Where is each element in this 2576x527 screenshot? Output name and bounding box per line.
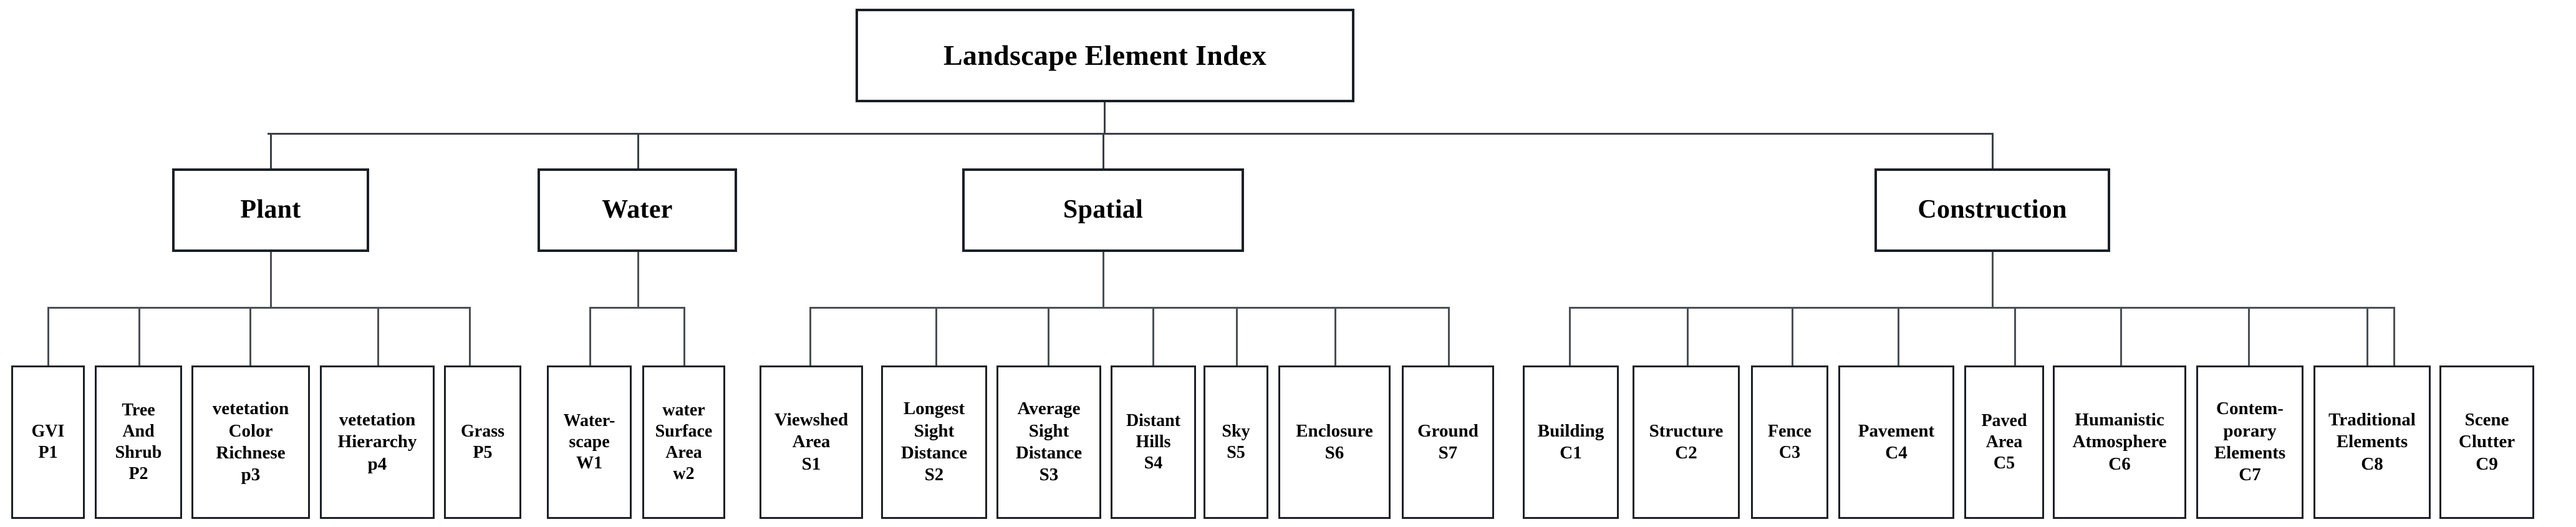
leaf-gvi-p1-label: GVI P1 xyxy=(31,421,65,462)
leaf-viewshed-area-s1-label: Viewshed Area S1 xyxy=(774,409,849,474)
connector-water-drop-1 xyxy=(589,307,591,365)
leaf-waterscape-w1-label: Water- scape W1 xyxy=(563,410,615,473)
leaf-paved-area-c5[interactable]: Paved Area C5 xyxy=(1964,365,2044,519)
leaf-water-surface-area-w2-label: water Surface Area w2 xyxy=(655,400,713,484)
connector-construction-drop-3 xyxy=(1792,307,1793,365)
leaf-scene-clutter-c9-label: Scene Clutter C9 xyxy=(2458,409,2516,474)
connector-construction-drop-4 xyxy=(1898,307,1899,365)
connector-plant-stem xyxy=(270,252,272,308)
connector-drop-plant xyxy=(270,133,272,169)
connector-construction-drop-2 xyxy=(1687,307,1689,365)
connector-construction-bus xyxy=(1569,307,2395,309)
node-root-label: Landscape Element Index xyxy=(943,39,1267,71)
node-category-construction[interactable]: Construction xyxy=(1874,168,2110,252)
connector-plant-drop-3 xyxy=(249,307,251,365)
connector-drop-spatial xyxy=(1102,133,1104,169)
node-category-construction-label: Construction xyxy=(1918,195,2067,225)
node-category-spatial-label: Spatial xyxy=(1063,195,1144,225)
connector-spatial-drop-7 xyxy=(1448,307,1450,365)
connector-spatial-drop-5 xyxy=(1236,307,1238,365)
leaf-vegetation-color-richness-p3[interactable]: vetetation Color Richnese p3 xyxy=(191,365,310,519)
leaf-vegetation-hierarchy-p4[interactable]: vetetation Hierarchy p4 xyxy=(320,365,435,519)
leaf-fence-c3[interactable]: Fence C3 xyxy=(1751,365,1828,519)
node-category-plant-label: Plant xyxy=(240,195,301,225)
connector-level2-bus xyxy=(268,133,1994,135)
connector-construction-stem xyxy=(1992,252,1994,308)
connector-water-stem xyxy=(637,252,639,308)
node-category-water-label: Water xyxy=(602,195,673,225)
leaf-viewshed-area-s1[interactable]: Viewshed Area S1 xyxy=(760,365,863,519)
leaf-structure-c2-label: Structure C2 xyxy=(1649,420,1724,463)
leaf-enclosure-s6-label: Enclosure S6 xyxy=(1296,420,1373,463)
connector-spatial-drop-1 xyxy=(809,307,811,365)
leaf-scene-clutter-c9[interactable]: Scene Clutter C9 xyxy=(2439,365,2534,519)
connector-spatial-stem xyxy=(1102,252,1104,308)
node-category-spatial[interactable]: Spatial xyxy=(962,168,1244,252)
leaf-sky-s5-label: Sky S5 xyxy=(1222,421,1250,462)
connector-spatial-bus xyxy=(809,307,1450,309)
leaf-ground-s7-label: Ground S7 xyxy=(1417,420,1479,463)
node-category-plant[interactable]: Plant xyxy=(172,168,369,252)
leaf-traditional-elements-c8-label: Traditional Elements C8 xyxy=(2328,409,2416,474)
leaf-grass-p5[interactable]: Grass P5 xyxy=(444,365,521,519)
connector-water-drop-2 xyxy=(683,307,685,365)
leaf-ground-s7[interactable]: Ground S7 xyxy=(1402,365,1494,519)
connector-construction-drop-7 xyxy=(2248,307,2250,365)
leaf-traditional-elements-c8[interactable]: Traditional Elements C8 xyxy=(2313,365,2431,519)
connector-spatial-drop-3 xyxy=(1048,307,1049,365)
connector-construction-drop-6 xyxy=(2120,307,2122,365)
leaf-tree-and-shrub-p2[interactable]: Tree And Shrub P2 xyxy=(95,365,182,519)
leaf-contemporary-elements-c7[interactable]: Contem- porary Elements C7 xyxy=(2196,365,2303,519)
leaf-fence-c3-label: Fence C3 xyxy=(1768,421,1811,462)
connector-construction-drop-1 xyxy=(1569,307,1571,365)
leaf-contemporary-elements-c7-label: Contem- porary Elements C7 xyxy=(2214,399,2286,485)
leaf-vegetation-hierarchy-p4-label: vetetation Hierarchy p4 xyxy=(337,409,417,474)
leaf-tree-and-shrub-p2-label: Tree And Shrub P2 xyxy=(115,400,162,484)
connector-plant-bus xyxy=(47,307,471,309)
leaf-sky-s5[interactable]: Sky S5 xyxy=(1204,365,1268,519)
leaf-distant-hills-s4-label: Distant Hills S4 xyxy=(1126,410,1181,473)
leaf-average-sight-distance-s3[interactable]: Average Sight Distance S3 xyxy=(996,365,1101,519)
leaf-humanistic-atmosphere-c6-label: Humanistic Atmosphere C6 xyxy=(2072,409,2167,474)
connector-construction-drop-9 xyxy=(2393,307,2395,365)
leaf-grass-p5-label: Grass P5 xyxy=(461,421,504,462)
node-category-water[interactable]: Water xyxy=(538,168,737,252)
leaf-gvi-p1[interactable]: GVI P1 xyxy=(11,365,85,519)
leaf-pavement-c4[interactable]: Pavement C4 xyxy=(1838,365,1954,519)
connector-construction-drop-5 xyxy=(2014,307,2016,365)
leaf-paved-area-c5-label: Paved Area C5 xyxy=(1981,410,2027,473)
leaf-longest-sight-distance-s2-label: Longest Sight Distance S2 xyxy=(900,399,968,485)
leaf-waterscape-w1[interactable]: Water- scape W1 xyxy=(547,365,632,519)
connector-water-bus xyxy=(589,307,685,309)
connector-drop-construction xyxy=(1992,133,1994,169)
connector-drop-water xyxy=(637,133,639,169)
leaf-structure-c2[interactable]: Structure C2 xyxy=(1633,365,1740,519)
leaf-enclosure-s6[interactable]: Enclosure S6 xyxy=(1278,365,1391,519)
leaf-distant-hills-s4[interactable]: Distant Hills S4 xyxy=(1111,365,1196,519)
connector-root-stem xyxy=(1104,102,1106,134)
connector-plant-drop-2 xyxy=(138,307,140,365)
leaf-building-c1-label: Building C1 xyxy=(1537,420,1604,463)
connector-spatial-drop-6 xyxy=(1334,307,1336,365)
leaf-building-c1[interactable]: Building C1 xyxy=(1523,365,1619,519)
connector-plant-drop-5 xyxy=(469,307,471,365)
node-root-landscape-element-index[interactable]: Landscape Element Index xyxy=(856,9,1354,102)
leaf-humanistic-atmosphere-c6[interactable]: Humanistic Atmosphere C6 xyxy=(2053,365,2186,519)
connector-plant-drop-1 xyxy=(47,307,49,365)
leaf-longest-sight-distance-s2[interactable]: Longest Sight Distance S2 xyxy=(881,365,987,519)
leaf-average-sight-distance-s3-label: Average Sight Distance S3 xyxy=(1015,399,1083,485)
connector-spatial-drop-2 xyxy=(935,307,937,365)
connector-construction-drop-8 xyxy=(2366,307,2368,365)
leaf-water-surface-area-w2[interactable]: water Surface Area w2 xyxy=(642,365,725,519)
connector-plant-drop-4 xyxy=(377,307,379,365)
leaf-pavement-c4-label: Pavement C4 xyxy=(1858,420,1935,463)
leaf-vegetation-color-richness-p3-label: vetetation Color Richnese p3 xyxy=(212,399,289,485)
connector-spatial-drop-4 xyxy=(1152,307,1154,365)
